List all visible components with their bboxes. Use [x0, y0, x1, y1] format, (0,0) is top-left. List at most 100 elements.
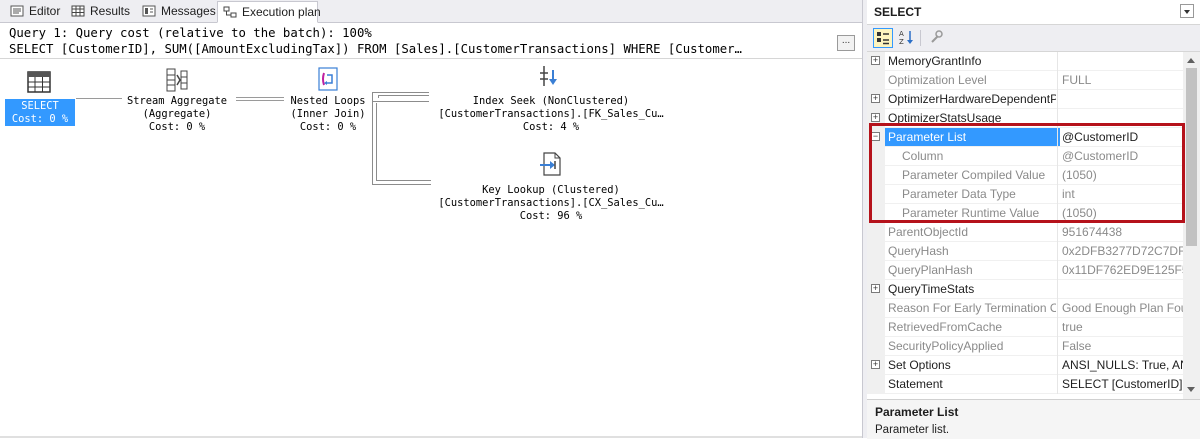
expand-icon[interactable]: +	[871, 359, 880, 369]
nested-loops-icon[interactable]	[316, 66, 340, 97]
property-value[interactable]: (1050)	[1062, 168, 1097, 182]
alphabetical-sort-icon: AZ	[899, 30, 913, 46]
property-value[interactable]: SELECT [CustomerID],	[1062, 377, 1183, 391]
tab-messages[interactable]: Messages	[142, 1, 216, 22]
tab-editor[interactable]: Editor	[10, 1, 60, 22]
connector-lookup-loops-inner	[376, 103, 431, 181]
property-name: Reason For Early Termination Of	[888, 301, 1056, 315]
property-value[interactable]: 951674438	[1062, 225, 1123, 239]
property-pages-button[interactable]	[926, 28, 946, 48]
expand-icon[interactable]: +	[871, 112, 880, 122]
property-column-separator	[1057, 318, 1058, 337]
toolbar-separator	[920, 30, 921, 46]
property-value[interactable]: 0x11DF762ED9E125F5	[1062, 263, 1183, 277]
chevron-down-icon[interactable]	[1180, 4, 1194, 18]
property-name: RetrievedFromCache	[888, 320, 1003, 334]
property-row[interactable]: Reason For Early Termination Of Good Enou…	[867, 299, 1183, 318]
expand-icon[interactable]: +	[871, 55, 880, 65]
key-lookup-cost: Cost: 96 %	[519, 210, 583, 222]
property-description-panel: Parameter List Parameter list.	[867, 399, 1200, 439]
property-name: ParentObjectId	[888, 225, 969, 239]
index-seek-icon[interactable]	[538, 64, 562, 95]
select-operator-icon[interactable]	[27, 70, 51, 99]
property-row-gutter	[867, 318, 885, 337]
property-row[interactable]: + QueryTimeStats	[867, 280, 1183, 299]
property-row[interactable]: + OptimizerStatsUsage	[867, 109, 1183, 128]
properties-vertical-scrollbar[interactable]	[1183, 52, 1200, 399]
property-value[interactable]: true	[1062, 320, 1083, 334]
stream-aggregate-sub: (Aggregate)	[142, 108, 212, 120]
property-value[interactable]: FULL	[1062, 73, 1092, 87]
property-column-separator	[1057, 90, 1058, 109]
property-value[interactable]: ANSI_NULLS: True, AN	[1062, 358, 1183, 372]
properties-object-selector[interactable]: SELECT	[867, 0, 1200, 25]
property-name: OptimizerStatsUsage	[888, 111, 1002, 125]
property-value[interactable]: Good Enough Plan Fou	[1062, 301, 1183, 315]
property-column-separator	[1057, 356, 1058, 375]
property-column-separator	[1057, 261, 1058, 280]
property-row[interactable]: +MemoryGrantInfo	[867, 52, 1183, 71]
execution-plan-pane: Editor Results Messages Execution plan Q…	[0, 0, 862, 438]
property-description-text: Parameter list.	[875, 424, 950, 436]
nested-loops-cost: Cost: 0 %	[299, 121, 357, 133]
property-value[interactable]: False	[1062, 339, 1092, 353]
property-column-separator	[1057, 71, 1058, 90]
property-name: Parameter Compiled Value	[902, 168, 1046, 182]
results-tab-bar: Editor Results Messages Execution plan	[0, 0, 862, 23]
property-row[interactable]: QueryPlanHash 0x11DF762ED9E125F5	[867, 261, 1183, 280]
property-row[interactable]: −Parameter List@CustomerID	[867, 128, 1183, 147]
property-name: Set Options	[888, 358, 951, 372]
property-name: QueryTimeStats	[888, 282, 975, 296]
property-column-separator	[1057, 337, 1058, 356]
property-column-separator	[1057, 299, 1058, 318]
property-row[interactable]: ParentObjectId 951674438	[867, 223, 1183, 242]
nested-loops-sub: (Inner Join)	[290, 108, 366, 120]
stream-aggregate-icon[interactable]	[165, 67, 189, 98]
property-name: QueryPlanHash	[888, 263, 973, 277]
property-row-gutter	[867, 223, 885, 242]
property-column-separator	[1057, 242, 1058, 261]
header-divider	[0, 58, 862, 59]
property-row-gutter	[867, 299, 885, 318]
expand-icon[interactable]: +	[871, 93, 880, 103]
scroll-thumb[interactable]	[1186, 68, 1197, 246]
property-name: Optimization Level	[888, 73, 987, 87]
pane-splitter[interactable]	[862, 0, 867, 438]
property-row[interactable]: + Set Options ANSI_NULLS: True, AN	[867, 356, 1183, 375]
key-lookup-sub: [CustomerTransactions].[CX_Sales_Cu…	[438, 197, 664, 209]
messages-icon	[142, 3, 156, 17]
property-row[interactable]: Optimization Level FULL	[867, 71, 1183, 90]
property-value[interactable]: @CustomerID	[1062, 130, 1139, 144]
tab-results-label: Results	[90, 4, 131, 18]
property-name: Column	[902, 149, 944, 163]
property-row[interactable]: SecurityPolicyApplied False	[867, 337, 1183, 356]
property-column-separator	[1057, 204, 1058, 223]
property-column-separator	[1057, 185, 1058, 204]
editor-icon	[10, 3, 24, 17]
property-row[interactable]: +OptimizerHardwareDependentP	[867, 90, 1183, 109]
nested-loops-name: Nested Loops	[290, 95, 366, 107]
property-value[interactable]: int	[1062, 187, 1075, 201]
categorized-button[interactable]	[873, 28, 893, 48]
expand-icon[interactable]: +	[871, 283, 880, 293]
property-value[interactable]: @CustomerID	[1062, 149, 1139, 163]
grid-icon	[71, 3, 85, 17]
scroll-down-arrow-icon[interactable]	[1187, 387, 1195, 392]
show-query-text-button[interactable]: ...	[837, 35, 855, 51]
plan-horizontal-scrollbar[interactable]	[0, 436, 862, 438]
connector-lookup-loops	[372, 100, 431, 185]
property-row[interactable]: RetrievedFromCache true	[867, 318, 1183, 337]
property-value[interactable]: (1050)	[1062, 206, 1097, 220]
select-operator-selected[interactable]	[5, 99, 75, 126]
scroll-up-arrow-icon[interactable]	[1187, 58, 1195, 63]
key-lookup-icon[interactable]	[538, 151, 562, 182]
connector-loops-agg-b	[236, 100, 284, 101]
property-name: SecurityPolicyApplied	[888, 339, 1004, 353]
property-value[interactable]: 0x2DFB3277D72C7DF0	[1062, 244, 1183, 258]
tab-results[interactable]: Results	[71, 1, 130, 22]
tab-execution-plan[interactable]: Execution plan	[217, 1, 321, 23]
